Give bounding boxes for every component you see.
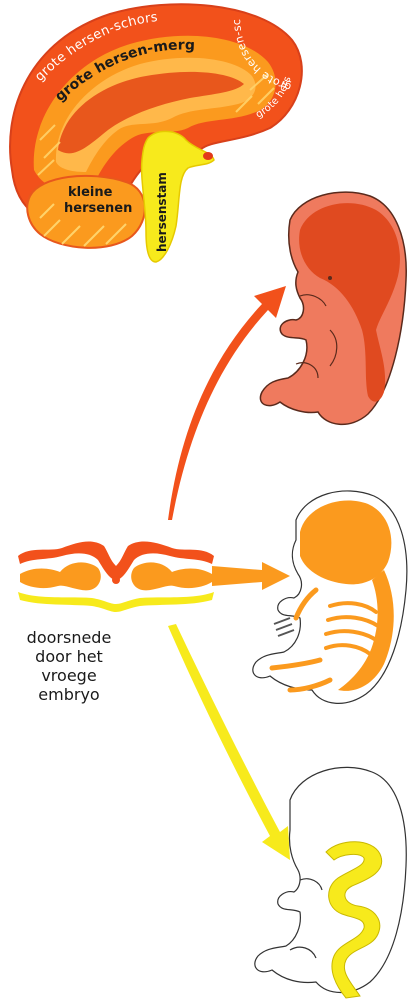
notochord (112, 576, 120, 584)
caption-line-1: doorsnede (10, 628, 128, 647)
embryo-eye-top (328, 276, 332, 280)
endoderm-layer (18, 592, 214, 612)
somite-left (20, 562, 101, 590)
optic-marker (203, 152, 213, 160)
embryo-skeleton (253, 491, 407, 703)
neural-groove (108, 541, 124, 560)
brainstem (142, 131, 214, 262)
label-brainstem: hersenstam (155, 172, 169, 252)
caption-line-3: vroege (10, 666, 128, 685)
label-cerebellum-line2: hersenen (64, 201, 132, 216)
embryo-cross-section (18, 541, 214, 612)
embryo-skull-middle (300, 500, 391, 584)
embryo-hand-middle (274, 618, 294, 636)
caption-line-4: embryo (10, 685, 128, 704)
cross-section-caption: doorsnede door het vroege embryo (10, 628, 128, 704)
somite-right (131, 562, 212, 590)
embryo-cortex (260, 192, 406, 424)
arrow-to-skeleton-embryo (212, 562, 290, 590)
embryo-body-outline-bottom (255, 767, 406, 992)
embryo-intestine (255, 767, 406, 998)
caption-line-2: door het (10, 647, 128, 666)
label-cerebellum-line1: kleine (68, 185, 113, 200)
